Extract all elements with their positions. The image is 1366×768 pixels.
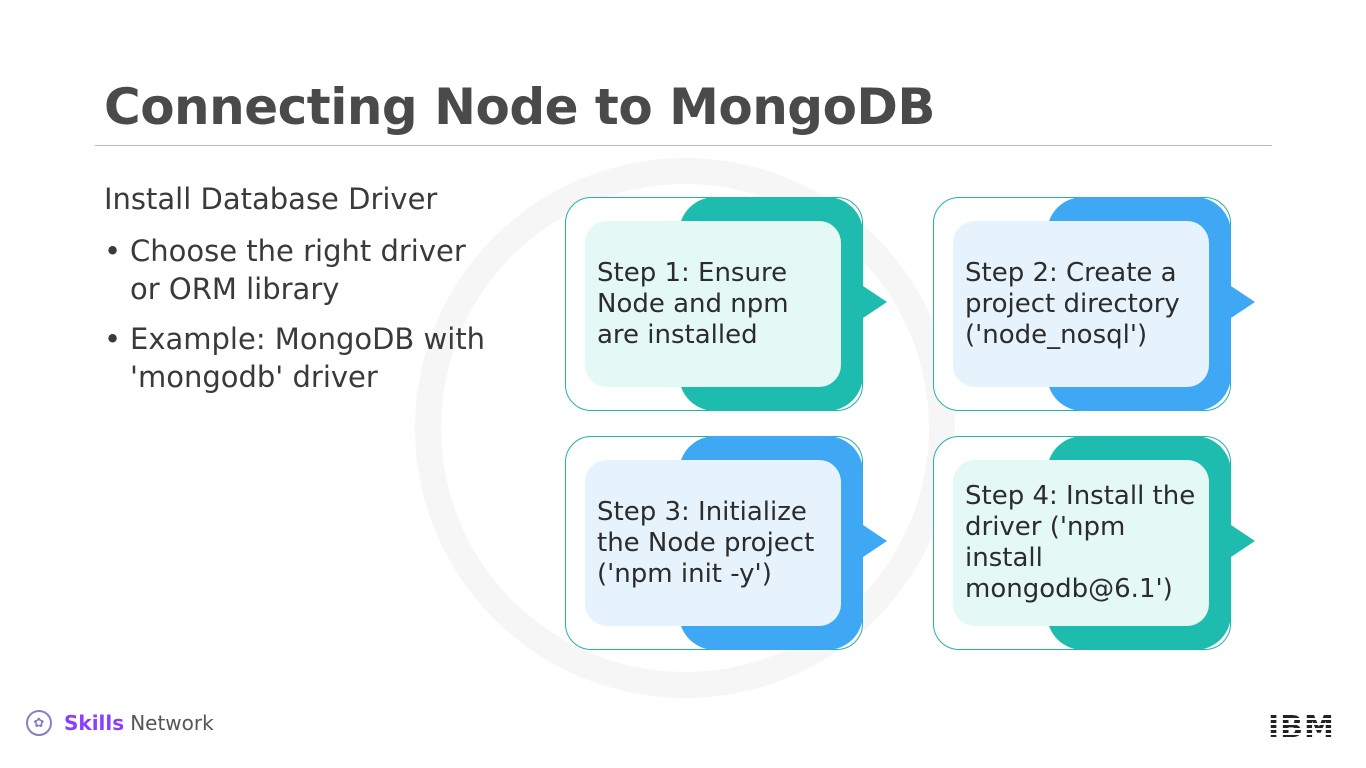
brand-name-bold: Skills	[64, 711, 125, 735]
step-card-2: Step 2: Create a project directory ('nod…	[933, 197, 1255, 413]
bullet-marker: •	[104, 322, 122, 356]
bullet-marker: •	[104, 234, 122, 268]
card-inner: Step 2: Create a project directory ('nod…	[953, 221, 1209, 387]
step-card-4: Step 4: Install the driver ('npm install…	[933, 436, 1255, 652]
title-divider	[95, 145, 1272, 146]
card-inner: Step 3: Initialize the Node project ('np…	[585, 460, 841, 626]
step-text: Step 1: Ensure Node and npm are installe…	[597, 257, 789, 350]
bullet-item: • Example: MongoDB with 'mongodb' driver	[104, 320, 504, 396]
card-arrow-tip	[863, 286, 887, 318]
card-arrow-tip	[863, 525, 887, 557]
bullet-list: • Choose the right driver or ORM library…	[104, 232, 504, 408]
step-text: Step 4: Install the driver ('npm install…	[965, 481, 1196, 604]
card-arrow-tip	[1231, 525, 1255, 557]
bullet-text: Choose the right driver or ORM library	[130, 234, 466, 306]
section-heading: Install Database Driver	[104, 182, 438, 216]
card-inner: Step 1: Ensure Node and npm are installe…	[585, 221, 841, 387]
skills-network-logo-icon: ✿	[26, 710, 52, 736]
bullet-text: Example: MongoDB with 'mongodb' driver	[130, 322, 486, 394]
step-card-3: Step 3: Initialize the Node project ('np…	[565, 436, 887, 652]
brand-name-rest: Network	[130, 711, 214, 735]
step-text: Step 3: Initialize the Node project ('np…	[597, 496, 815, 589]
ibm-logo: IBM	[1268, 710, 1335, 745]
bullet-item: • Choose the right driver or ORM library	[104, 232, 504, 308]
card-inner: Step 4: Install the driver ('npm install…	[953, 460, 1209, 626]
skills-network-brand: ✿ Skills Network	[26, 710, 214, 736]
card-arrow-tip	[1231, 286, 1255, 318]
page-title: Connecting Node to MongoDB	[104, 78, 936, 136]
step-card-1: Step 1: Ensure Node and npm are installe…	[565, 197, 887, 413]
step-text: Step 2: Create a project directory ('nod…	[965, 257, 1180, 350]
